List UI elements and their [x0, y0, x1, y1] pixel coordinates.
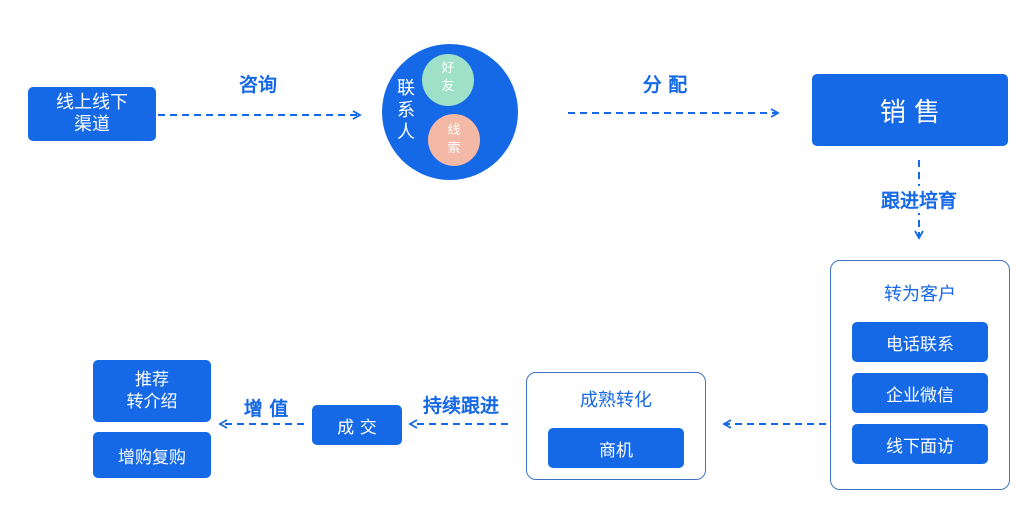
sales-node: 销 售 — [812, 74, 1008, 146]
edge-label-follow-up: 持续跟进 — [422, 395, 499, 417]
channel-node: 线上线下 渠道 — [28, 87, 156, 141]
opportunity-node: 商机 — [548, 428, 684, 468]
edge-label-consult: 咨询 — [238, 74, 277, 96]
edge-label-assign: 分 配 — [642, 74, 688, 96]
clue-circle — [428, 114, 480, 166]
recommend-node: 推荐 转介绍 — [93, 360, 211, 422]
repurchase-node: 增购复购 — [93, 432, 211, 478]
clue-label: 线 索 — [447, 123, 461, 156]
edge-label-nurture: 跟进培育 — [867, 186, 971, 213]
mature-panel-title: 成熟转化 — [580, 390, 652, 411]
customer-item-wecom: 企业微信 — [852, 373, 988, 413]
customer-item-visit: 线下面访 — [852, 424, 988, 464]
edge-label-value-add: 增 值 — [243, 398, 289, 420]
friend-label: 好 友 — [441, 61, 455, 94]
deal-node: 成 交 — [312, 405, 402, 445]
friend-circle — [422, 54, 474, 106]
contact-label: 联 系 人 — [397, 78, 415, 143]
customer-panel-title: 转为客户 — [884, 284, 956, 305]
customer-item-phone: 电话联系 — [852, 322, 988, 362]
